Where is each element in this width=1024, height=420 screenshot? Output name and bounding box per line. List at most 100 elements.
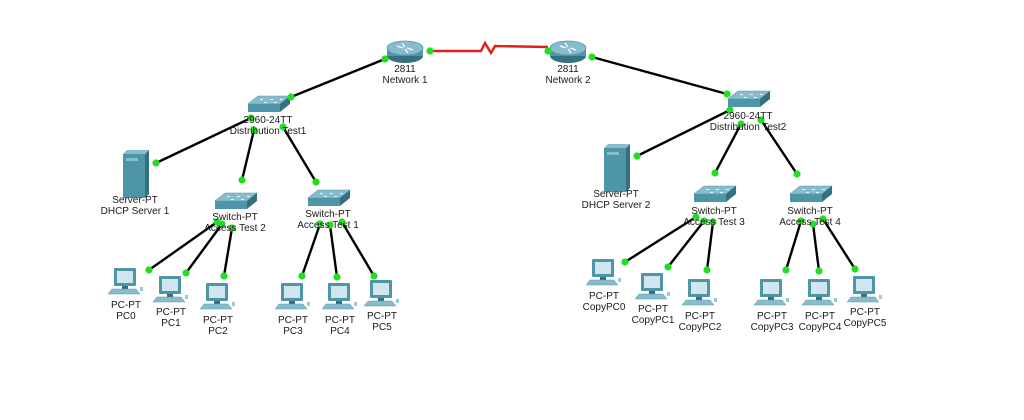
device-model: PC-PT [589, 291, 619, 302]
link-d2-a4[interactable] [760, 119, 798, 175]
port-status-up-cpc5 [851, 265, 859, 273]
device-model: PC-PT [203, 315, 233, 326]
port-status-up-a2 [218, 220, 226, 228]
router-icon-r1[interactable] [386, 40, 424, 63]
server-icon-s2[interactable] [604, 144, 630, 192]
pc-icon-pc3[interactable] [274, 283, 310, 310]
pc-icon-cpc3[interactable] [753, 279, 789, 306]
link-r2-d2[interactable] [591, 55, 728, 96]
port-status-up-a3 [700, 217, 708, 225]
port-status-up-pc5 [370, 272, 378, 280]
device-name: CopyPC3 [750, 322, 794, 333]
device-name: PC5 [372, 322, 392, 333]
server-icon-s1[interactable] [123, 150, 149, 198]
pc-icon-cpc4[interactable] [801, 279, 837, 306]
device-model: PC-PT [111, 300, 141, 311]
link-d1-a2[interactable] [240, 129, 256, 181]
link-r1-d1[interactable] [290, 57, 386, 99]
device-model: PC-PT [850, 307, 880, 318]
device-name: CopyPC0 [582, 302, 626, 313]
link-a3-cpc1[interactable] [667, 220, 705, 268]
switch-icon-d1[interactable] [247, 95, 291, 112]
link-a1-pc3[interactable] [300, 223, 322, 277]
switch-icon-a4[interactable] [789, 185, 833, 202]
pc-icon-pc5[interactable] [363, 280, 399, 307]
device-model: PC-PT [638, 304, 668, 315]
device-model: Switch-PT [305, 209, 351, 220]
router-icon-r2[interactable] [549, 40, 587, 63]
pc-icon-cpc2[interactable] [681, 279, 717, 306]
device-model: 2960-24TT [243, 115, 293, 126]
link-a1-pc5[interactable] [340, 221, 376, 277]
link-d1-a1[interactable] [281, 126, 318, 183]
pc-icon-cpc0[interactable] [585, 259, 621, 286]
port-status-up-cpc3 [782, 266, 790, 274]
link-a2-pc2[interactable] [222, 227, 234, 277]
device-name: Access Test 3 [683, 217, 745, 228]
port-status-up-a4 [797, 217, 805, 225]
device-model: 2811 [557, 64, 579, 75]
pc-icon-pc1[interactable] [152, 276, 188, 303]
link-a2-pc0[interactable] [148, 221, 218, 271]
link-a1-pc4[interactable] [328, 224, 339, 278]
switch-icon-a3[interactable] [693, 185, 737, 202]
link-d1-s1[interactable] [155, 116, 252, 165]
port-status-up-cpc1 [664, 263, 672, 271]
port-status-up-d2 [757, 116, 765, 124]
link-a3-cpc0[interactable] [624, 215, 697, 264]
link-a2-pc1[interactable] [185, 223, 223, 274]
device-name: Network 1 [382, 75, 428, 86]
pc-icon-cpc1[interactable] [634, 273, 670, 300]
link-r1-r2[interactable] [430, 40, 549, 56]
pc-icon-pc4[interactable] [321, 283, 357, 310]
device-name: CopyPC2 [678, 322, 722, 333]
port-status-up-a4 [809, 220, 817, 228]
port-status-up-pc0 [145, 266, 153, 274]
link-a4-cpc5[interactable] [821, 218, 857, 270]
device-model: PC-PT [367, 311, 397, 322]
port-status-up-d1 [247, 114, 255, 122]
device-name: CopyPC1 [631, 315, 675, 326]
switch-icon-a2[interactable] [214, 192, 258, 209]
device-model: 2960-24TT [723, 111, 773, 122]
pc-icon-pc2[interactable] [199, 283, 235, 310]
port-status-up-s2 [633, 152, 641, 160]
port-status-up-r2 [544, 47, 552, 55]
links-layer [148, 40, 857, 278]
switch-icon-d2[interactable] [727, 90, 771, 107]
link-d2-a3[interactable] [713, 123, 743, 174]
link-a4-cpc3[interactable] [784, 220, 803, 271]
link-d2-s2[interactable] [636, 108, 731, 158]
device-name: Access Test 4 [779, 217, 841, 228]
pc-icon-pc0[interactable] [107, 268, 143, 295]
device-name: DHCP Server 2 [581, 200, 651, 211]
link-a3-cpc2[interactable] [705, 221, 715, 271]
switch-icon-a1[interactable] [307, 189, 351, 206]
device-model: PC-PT [278, 315, 308, 326]
port-status-up-d2 [723, 90, 731, 98]
port-status-up-a4 [793, 170, 801, 178]
port-status-up-a4 [819, 215, 827, 223]
port-status-up-pc1 [182, 269, 190, 277]
device-name: Access Test 2 [204, 223, 266, 234]
pc-icon-cpc5[interactable] [846, 276, 882, 303]
port-status-up-d2 [737, 120, 745, 128]
port-status-up-a2 [228, 224, 236, 232]
link-a4-cpc4[interactable] [811, 223, 821, 272]
device-model: PC-PT [805, 311, 835, 322]
